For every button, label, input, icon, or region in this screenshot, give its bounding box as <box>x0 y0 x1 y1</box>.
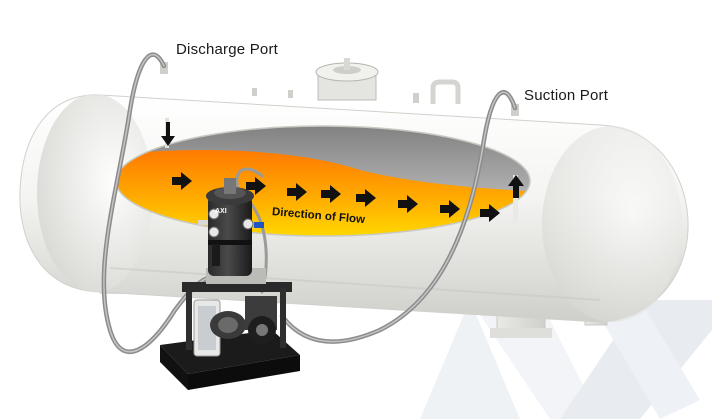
flow-arrows <box>161 122 524 222</box>
filter-housing <box>198 178 264 276</box>
arrow-right-icon <box>356 189 376 207</box>
arrow-down-icon <box>161 122 175 146</box>
discharge-port-label: Discharge Port <box>176 41 279 58</box>
valve-handle-icon <box>254 222 264 228</box>
arrow-right-icon <box>321 185 341 203</box>
suction-port-label: Suction Port <box>524 87 609 104</box>
suction-dip-tube <box>513 175 518 223</box>
arrow-right-icon <box>172 172 192 190</box>
gauge-icon <box>242 218 254 230</box>
arrow-right-icon <box>398 195 418 213</box>
arrow-up-icon <box>508 175 524 198</box>
unit-badge: AXI <box>215 208 227 215</box>
gauge-icon <box>208 208 220 220</box>
arrow-right-icon <box>480 204 500 222</box>
arrow-right-icon <box>246 177 266 195</box>
arrow-right-icon <box>287 183 307 201</box>
manway-hatch <box>315 58 379 101</box>
watermark-logo <box>420 300 712 419</box>
arrow-right-icon <box>440 200 460 218</box>
gauge-icon <box>208 226 220 238</box>
